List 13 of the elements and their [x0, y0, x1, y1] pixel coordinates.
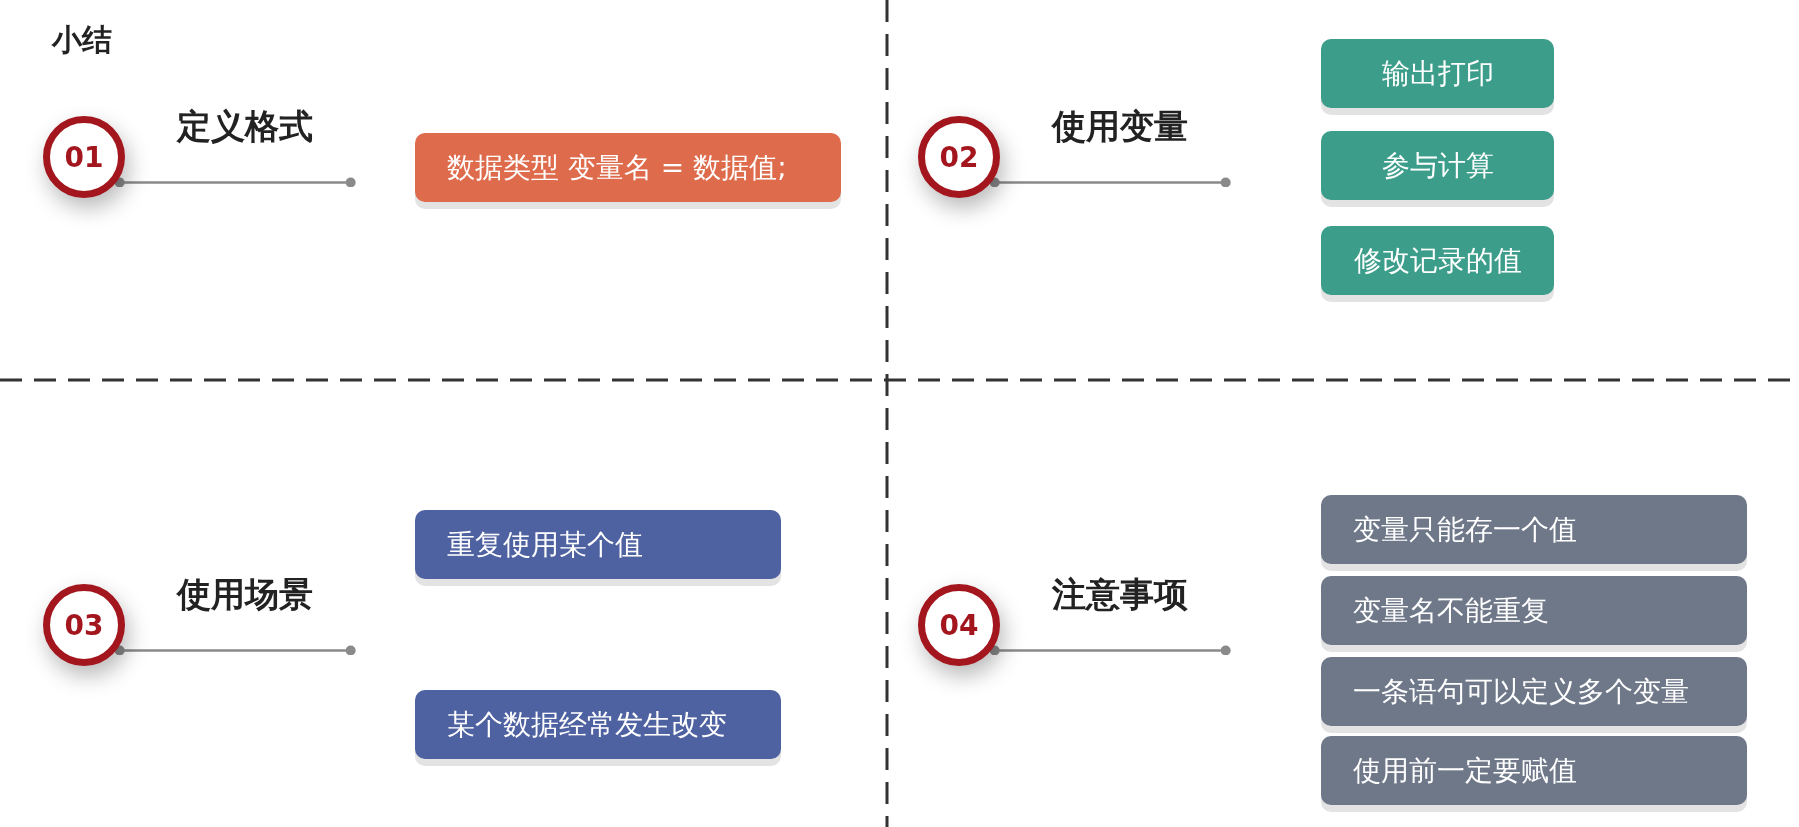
number-badge: 02: [918, 116, 1000, 198]
section-heading: 使用变量: [1052, 105, 1188, 148]
connector-line: [989, 177, 1231, 188]
section-heading: 注意事项: [1052, 573, 1188, 616]
number-badge: 01: [43, 116, 125, 198]
connector-line: [114, 177, 356, 188]
section-heading: 使用场景: [177, 573, 313, 616]
number-badge: 03: [43, 584, 125, 666]
title: 小结: [52, 21, 112, 59]
connector-line: [989, 645, 1231, 656]
connector-line: [114, 645, 356, 656]
section-heading: 定义格式: [177, 105, 313, 148]
number-badge: 04: [918, 584, 1000, 666]
